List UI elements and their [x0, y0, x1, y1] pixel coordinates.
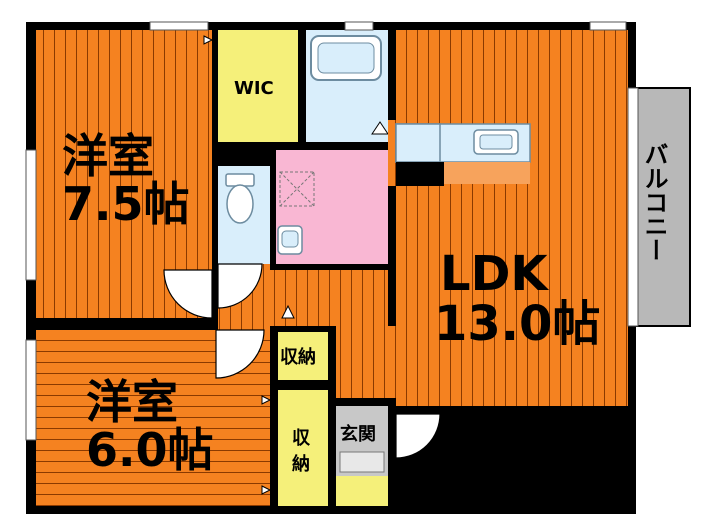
window-room1-top [149, 21, 209, 31]
balcony-label: バルコニー [640, 142, 668, 262]
storage-2-label-line2: 納 [292, 453, 310, 475]
toilet-tank [225, 173, 255, 187]
washing-machine-cross [279, 171, 315, 207]
ldk-size: 13.0帖 [434, 296, 600, 352]
entrance-label: 玄関 [340, 423, 376, 445]
western-room-2-name: 洋室 [86, 375, 178, 429]
wall-wic-right [298, 30, 306, 150]
kitchen-column [396, 162, 444, 186]
balcony-window [627, 87, 639, 327]
entrance-step [336, 476, 388, 506]
door-swing-entrance [395, 413, 441, 459]
wall-toilet-top [212, 150, 276, 166]
wall-bath-right [388, 30, 396, 120]
ldk-floor [396, 30, 628, 406]
wic-label: WIC [234, 78, 274, 99]
closet-door-marker-2 [261, 485, 272, 495]
ldk-name: LDK [440, 246, 549, 302]
wic-area [218, 30, 298, 142]
shoe-box [339, 451, 385, 473]
wall-entrance-top [336, 398, 394, 406]
door-swing-room1 [163, 269, 213, 319]
wall-storage-divider [270, 380, 336, 390]
western-room-1-size: 7.5帖 [62, 177, 190, 231]
window-bath-top [344, 21, 374, 31]
western-room-1-name: 洋室 [62, 129, 154, 183]
wall-toilet-right [270, 150, 276, 270]
wall-under-wic [212, 142, 306, 150]
wall-storage-top [270, 326, 336, 332]
washing-machine-cross-2 [279, 171, 315, 207]
storage-2-area [278, 390, 328, 506]
wic-door-marker [203, 35, 214, 45]
door-swing-room2 [215, 329, 265, 379]
storage-1-area [278, 332, 328, 380]
wall-wash-bottom [276, 264, 330, 270]
wall-ldk-bottom [388, 406, 636, 414]
wall-ldk-left [388, 186, 396, 326]
balcony-area [635, 87, 691, 327]
window-room2-left [25, 339, 37, 441]
window-room1-left [25, 149, 37, 281]
western-room-2-size: 6.0帖 [86, 423, 214, 477]
hall-door-marker [281, 304, 295, 319]
kitchen-floor-strip [444, 162, 530, 184]
window-ldk-top [589, 21, 627, 31]
hallway-floor-2 [330, 270, 388, 398]
wall-room1-bottom [36, 318, 216, 330]
kitchen-counter-back [395, 123, 441, 163]
kitchen-sink-inner [479, 134, 513, 150]
toilet-bowl [226, 184, 254, 224]
door-swing-toilet [217, 263, 263, 309]
closet-door-marker-1 [261, 395, 272, 405]
storage-1-label: 収納 [280, 346, 316, 368]
bathtub-inner [317, 42, 375, 74]
wall-entrance-right [388, 398, 396, 514]
bathroom-door-marker [371, 121, 389, 135]
wash-basin-inner [281, 230, 299, 248]
wall-storage-right [328, 326, 336, 506]
wall-room2-right [270, 326, 278, 506]
storage-2-label-line1: 収 [292, 428, 311, 449]
